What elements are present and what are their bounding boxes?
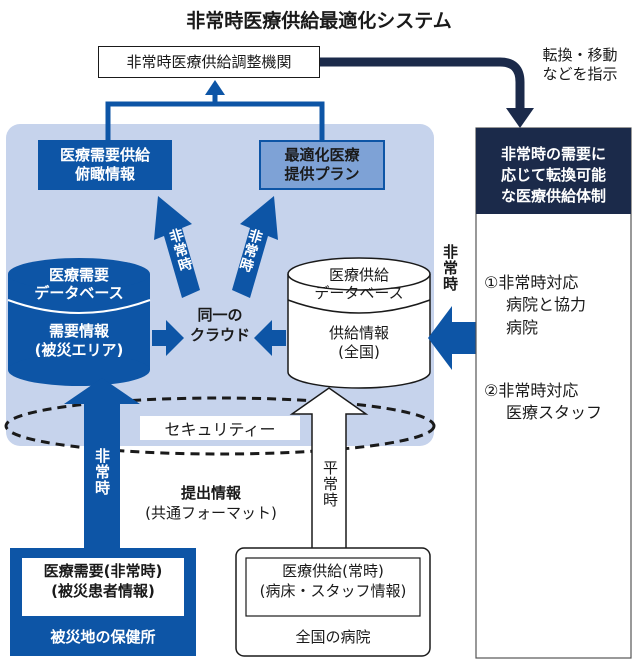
demand-info-line2: (被災エリア) (34, 340, 124, 359)
demand-db-line1: 医療需要 (48, 266, 109, 284)
plan-box: 最適化医療 提供プラン (259, 140, 385, 190)
supply-db-title: 医療供給 データベース (288, 266, 430, 302)
cloud-line2: クラウド (189, 325, 250, 344)
submission-info: 提出情報 (共通フォーマット) (136, 484, 286, 523)
hospital-inner-line1: 医療供給(常時) (282, 562, 384, 580)
emergency-label-side: 非常時 (441, 244, 459, 292)
diagram-title: 非常時医療供給最適化システム (186, 10, 452, 32)
right-panel-header-bg (476, 128, 631, 214)
coordination-body-box: 非常時医療供給調整機関 (98, 46, 320, 78)
instruction-note-line2: などを指示 (542, 64, 618, 83)
supply-info-line1: 供給情報 (328, 324, 389, 342)
hospital-name: 全国の病院 (295, 628, 371, 646)
right-panel (475, 127, 632, 659)
arrow-hospital-to-supply (289, 387, 369, 551)
supply-info-line2: (全国) (338, 342, 380, 361)
cloud-line1: 同一の (197, 306, 243, 324)
coordination-body-label: 非常時医療供給調整機関 (126, 52, 292, 71)
demand-db-line2: データベース (34, 284, 124, 302)
health-inner-line2: (被災患者情報) (51, 581, 155, 600)
arrow-right-to-supply (428, 306, 476, 370)
item1-line2: 病院と協力 (506, 295, 587, 315)
supply-db-cylinder (287, 257, 431, 389)
instruction-arrow (320, 57, 525, 110)
health-center-name: 被災地の保健所 (50, 628, 156, 646)
supply-db-line2: データベース (314, 284, 404, 302)
arrow-to-plan (232, 196, 278, 298)
item2-line2: 医療スタッフ (506, 403, 603, 423)
arrow-supply-to-cloud (254, 320, 286, 356)
supply-db-info: 供給情報 (全国) (288, 324, 430, 362)
right-header-line2: 応じて転換可能 (500, 166, 606, 184)
plan-line1: 最適化医療 (284, 146, 360, 165)
arrow-demand-to-cloud (152, 320, 184, 356)
demand-db-info: 需要情報 (被災エリア) (8, 322, 150, 360)
health-center-inner: 医療需要(非常時) (被災患者情報) (22, 562, 184, 601)
arrow-to-overview (154, 196, 200, 298)
demand-db-title: 医療需要 データベース (8, 266, 150, 302)
supply-db-line1: 医療供給 (328, 266, 389, 284)
security-label: セキュリティー (140, 416, 300, 440)
health-inner-line1: 医療需要(非常時) (43, 562, 163, 580)
submission-line1: 提出情報 (180, 484, 241, 502)
hospital-inner: 医療供給(常時) (病床・スタッフ情報) (246, 562, 420, 601)
submission-line2: (共通フォーマット) (145, 503, 277, 522)
plan-line2: 提供プラン (284, 165, 360, 183)
cloud-label: 同一の クラウド (170, 306, 270, 345)
right-panel-item-2: ②非常時対応 医療スタッフ (484, 380, 630, 425)
item2-line1: ②非常時対応 (484, 381, 579, 400)
instruction-note-line1: 転換・移動 (542, 46, 618, 64)
demand-info-line1: 需要情報 (48, 322, 109, 340)
right-header-line3: な医療供給体制 (500, 187, 606, 205)
security-ring (4, 396, 436, 456)
arrow-health-to-demand (64, 378, 140, 548)
right-panel-header: 非常時の需要に 応じて転換可能 な医療供給体制 (476, 144, 631, 207)
overview-line2: 俯瞰情報 (74, 165, 135, 183)
emergency-label-up: 非常時 (93, 448, 111, 496)
item1-line3: 病院 (506, 317, 539, 337)
instruction-note: 転換・移動 などを指示 (530, 46, 630, 84)
overview-line1: 医療需要供給 (59, 146, 150, 165)
item1-line1: ①非常時対応 (484, 273, 579, 292)
right-header-line1: 非常時の需要に (500, 145, 606, 163)
normal-label: 平常時 (321, 460, 339, 508)
overview-box: 医療需要供給 俯瞰情報 (38, 140, 172, 190)
demand-db-cylinder (7, 258, 151, 386)
hospital-inner-line2: (病床・スタッフ情報) (259, 581, 407, 600)
right-panel-item-1: ①非常時対応 病院と協力 病院 (484, 272, 630, 339)
